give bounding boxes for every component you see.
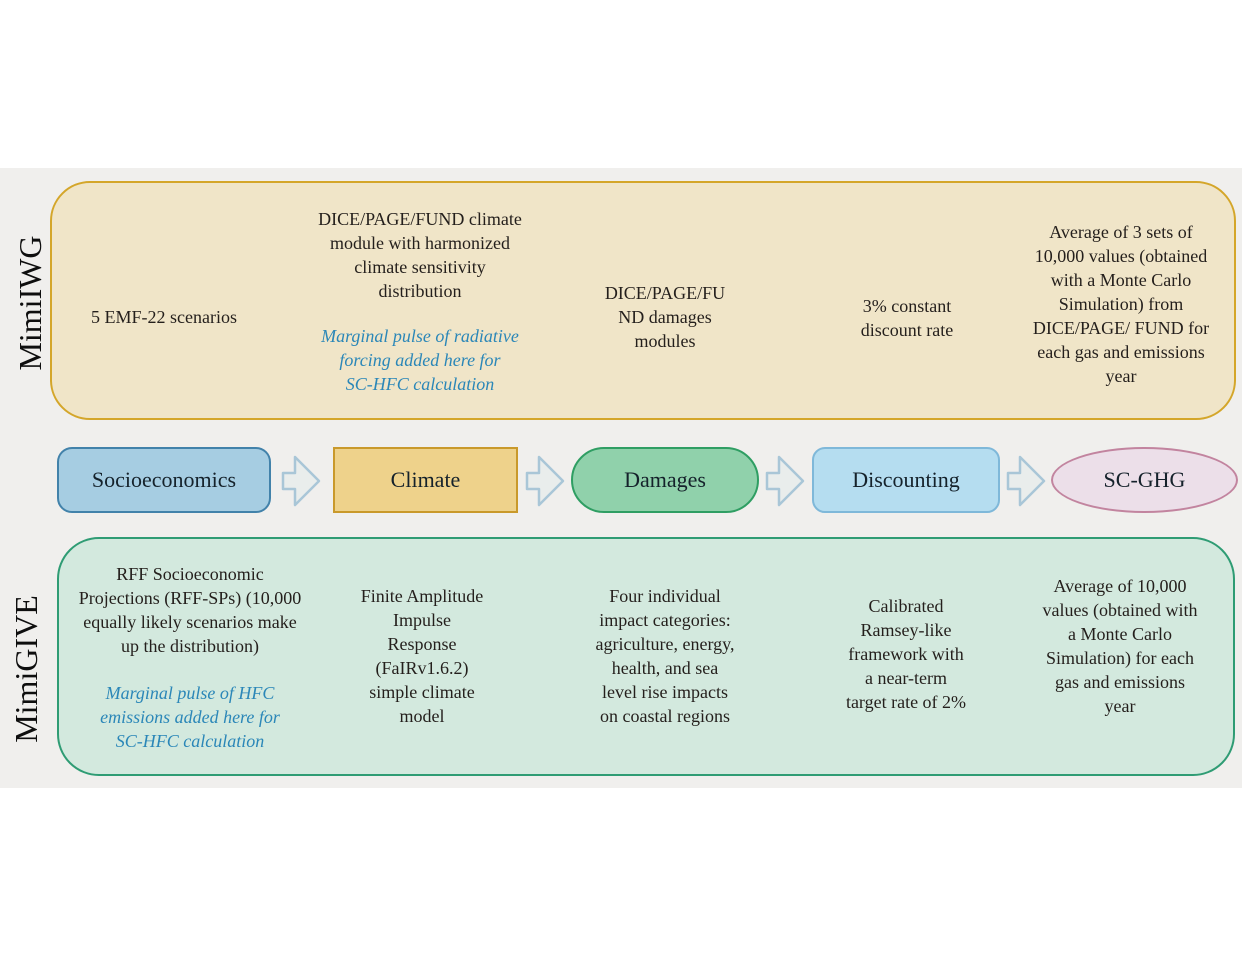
flow-stage-discounting: Discounting [812,447,1000,513]
flow-stage-label: Climate [390,467,461,492]
mimiiwg-socioeconomics-text: 5 EMF-22 scenarios [91,307,237,327]
mimigive-damages-text: Four individual impact categories: agric… [595,586,735,726]
flow-stage-label: Discounting [852,467,960,492]
mimigive-socioeconomics-note: Marginal pulse of HFC emissions added he… [100,683,280,751]
flow-stage-label: SC-GHG [1103,467,1186,492]
flow-stage-climate: Climate [333,447,518,513]
flow-stage-socioeconomics: Socioeconomics [57,447,271,513]
mimigive-socioeconomics-text: RFF Socioeconomic Projections (RFF-SPs) … [78,564,302,656]
mimiiwg-box [50,181,1236,420]
flow-arrow-icon [525,455,565,507]
flow-arrow-icon [281,455,321,507]
mimigive-label: MimiGIVE [8,595,44,743]
mimiiwg-discounting-text: 3% constant discount rate [860,296,954,340]
flow-stage-damages: Damages [571,447,759,513]
flow-arrow-icon [765,455,805,507]
flow-arrow-icon [1006,455,1046,507]
mimigive-output-text: Average of 10,000 values (obtained with … [1042,576,1198,716]
mimigive-discounting-text: Calibrated Ramsey-like framework with a … [845,596,967,712]
mimigive-box [57,537,1235,776]
mimigive-climate-text: Finite Amplitude Impulse Response (FaIRv… [360,586,484,726]
mimiiwg-climate-text: DICE/PAGE/FUND climate module with harmo… [318,209,522,301]
mimiiwg-damages-text: DICE/PAGE/FU ND damages modules [604,283,726,351]
mimiiwg-output-text: Average of 3 sets of 10,000 values (obta… [1032,222,1210,386]
mimiiwg-climate-note: Marginal pulse of radiative forcing adde… [321,326,519,394]
flow-stage-sc-ghg: SC-GHG [1051,447,1238,513]
mimiiwg-label: MimiIWG [12,235,48,371]
flow-stage-label: Damages [624,467,706,492]
flow-stage-label: Socioeconomics [91,467,237,492]
